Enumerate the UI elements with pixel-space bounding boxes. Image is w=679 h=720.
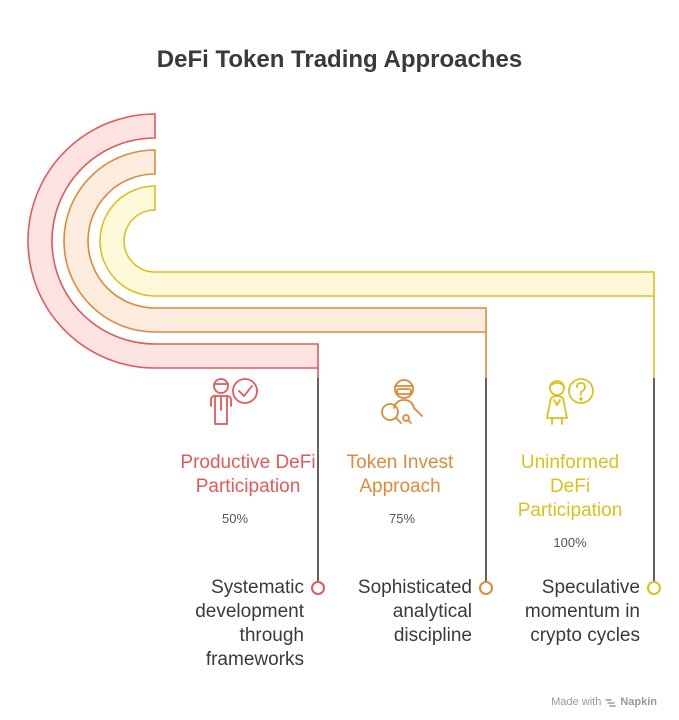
item-description-productive: Systematic development through framework… bbox=[150, 576, 304, 672]
napkin-logo-icon bbox=[605, 698, 617, 707]
item-title-line: Approach bbox=[359, 476, 441, 497]
description-line: frameworks bbox=[205, 649, 304, 670]
watermark-brand: Napkin bbox=[620, 696, 657, 708]
item-title-line: DeFi bbox=[549, 476, 591, 497]
description-line: crypto cycles bbox=[530, 625, 640, 646]
band-orange bbox=[63, 149, 487, 333]
item-title-uninformed: Uninformed DeFi Participation bbox=[500, 451, 640, 523]
description-line: through bbox=[239, 625, 304, 646]
connector-dot-yellow bbox=[647, 581, 661, 595]
item-title-line: Uninformed bbox=[520, 452, 620, 473]
item-percent-uninformed: 100% bbox=[553, 535, 587, 550]
item-title-line: Productive DeFi bbox=[180, 452, 316, 473]
item-title-productive: Productive DeFi Participation bbox=[138, 451, 358, 499]
description-line: development bbox=[195, 601, 304, 622]
person-question-icon bbox=[546, 378, 594, 425]
watermark-prefix: Made with bbox=[551, 696, 602, 708]
description-line: discipline bbox=[393, 625, 472, 646]
item-title-token-invest: Token Invest Approach bbox=[310, 451, 490, 499]
person-check-icon bbox=[210, 378, 258, 425]
item-title-line: Token Invest bbox=[346, 452, 454, 473]
item-description-token-invest: Sophisticated analytical discipline bbox=[320, 576, 472, 648]
connector-dot-orange bbox=[479, 581, 493, 595]
band-red bbox=[27, 113, 319, 369]
item-title-line: Participation bbox=[517, 500, 623, 521]
connector-dot-red bbox=[311, 581, 325, 595]
napkin-watermark[interactable]: Made with Napkin bbox=[551, 696, 657, 708]
band-yellow bbox=[99, 185, 655, 297]
description-line: Speculative bbox=[541, 577, 640, 598]
item-percent-productive: 50% bbox=[221, 511, 249, 526]
diagram-title: DeFi Token Trading Approaches bbox=[156, 46, 523, 73]
item-title-line: Participation bbox=[195, 476, 301, 497]
item-percent-token-invest: 75% bbox=[388, 511, 416, 526]
item-description-uninformed: Speculative momentum in crypto cycles bbox=[488, 576, 640, 648]
description-line: Systematic bbox=[211, 577, 304, 598]
description-line: Sophisticated bbox=[357, 577, 472, 598]
description-line: analytical bbox=[392, 601, 472, 622]
person-magnifier-icon bbox=[381, 379, 423, 424]
description-line: momentum in bbox=[524, 601, 640, 622]
